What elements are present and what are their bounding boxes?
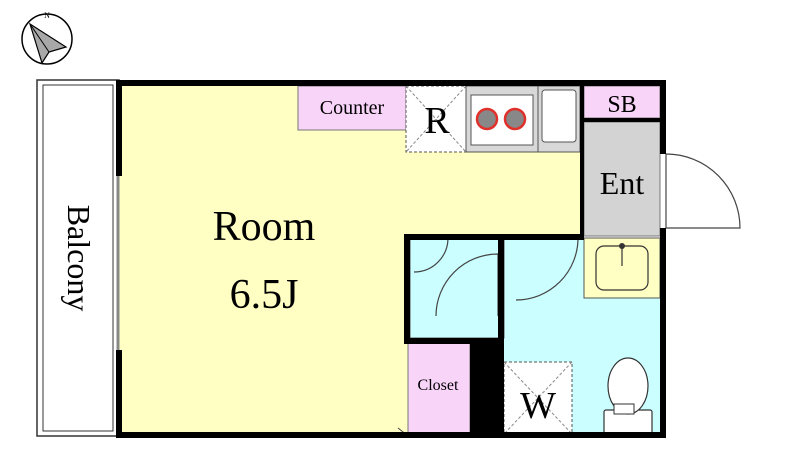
entrance-label: Ent	[600, 165, 645, 201]
refrigerator: R	[405, 85, 467, 153]
door-swing-icon	[413, 237, 579, 317]
shoe-box	[583, 85, 661, 119]
sink-icon	[537, 85, 581, 153]
closet-corridor	[409, 237, 505, 339]
entrance	[583, 121, 661, 237]
refrigerator-label: R	[424, 100, 450, 142]
closet-label: Closet	[418, 377, 459, 394]
svg-text:N: N	[44, 11, 50, 20]
room-name: Room	[213, 204, 316, 250]
closet	[407, 341, 471, 437]
washer: W	[503, 361, 573, 435]
washer-label: W	[520, 385, 556, 427]
balcony-label: Balcony	[61, 205, 97, 312]
shoe-box-label: SB	[607, 92, 636, 118]
room-size: 6.5J	[230, 272, 299, 318]
walls	[116, 80, 666, 438]
balcony: Balcony	[36, 79, 120, 437]
counter-label: Counter	[320, 97, 385, 119]
door-swing-icon	[665, 153, 741, 229]
compass-icon: N	[21, 11, 73, 65]
toilet-icon	[603, 357, 653, 435]
stove-icon	[465, 85, 539, 153]
washbasin-icon	[583, 237, 661, 299]
